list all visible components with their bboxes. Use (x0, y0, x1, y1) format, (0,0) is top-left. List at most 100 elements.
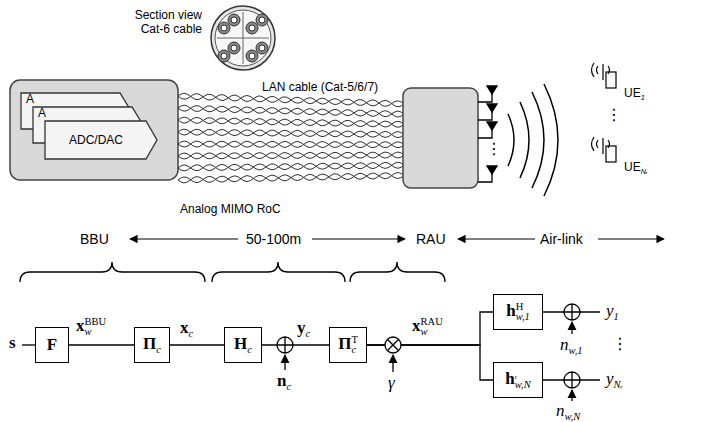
twisted-wire (178, 141, 403, 148)
wire-core (218, 50, 230, 62)
rau-housing (403, 88, 478, 188)
math-script: n (560, 335, 569, 354)
twisted-wire (178, 105, 403, 117)
twisted-wire (178, 93, 403, 107)
math-script: Π (143, 334, 156, 353)
script-stack: w,Nᵣ (515, 370, 531, 391)
math-script: w (421, 327, 443, 338)
link-label: Air-link (540, 231, 583, 247)
lan-cable (178, 93, 403, 183)
twisted-wire (178, 173, 403, 183)
node-text: hw,Nᵣ (505, 369, 530, 391)
twisted-wire (178, 162, 403, 170)
math-script: w (85, 327, 107, 338)
math-script: T (351, 335, 357, 346)
wire-core (256, 14, 268, 26)
math-script: y (606, 369, 614, 388)
math-script: h (505, 369, 514, 388)
wire-core (231, 17, 237, 23)
wire-core (221, 25, 227, 31)
twisted-wire (178, 129, 403, 137)
math-script: 1 (641, 93, 645, 102)
permutation-box: Πc (134, 327, 170, 363)
node-text: A (38, 106, 46, 120)
distance-label: 50-100m (246, 231, 301, 247)
script-stack: cT (351, 335, 357, 356)
noise-name: nw,1 (560, 335, 583, 356)
wire-core (249, 53, 255, 59)
radio-waves (508, 84, 558, 196)
twisted-wire (178, 152, 403, 159)
wire-core (249, 25, 255, 31)
signal-name: xwRAU (412, 316, 443, 338)
converter-card: ADC/DAC (44, 120, 158, 160)
math-script: h (506, 301, 515, 320)
node-text: Πc (143, 334, 161, 355)
braces (20, 262, 445, 282)
channel-box: hw,1H (493, 294, 543, 330)
unit-label: RAU (416, 231, 446, 247)
signal-line (367, 312, 493, 345)
user-label: UENᵣ (624, 160, 647, 175)
math-script: H (516, 302, 530, 313)
math-script: ᵣ (515, 370, 531, 381)
twisted-wire (178, 162, 403, 171)
wire-core (259, 17, 265, 23)
signal-line (69, 344, 134, 345)
bbu-housing (10, 80, 178, 180)
wire-core (221, 53, 227, 59)
twisted-wire (178, 152, 403, 159)
math-script: UE (624, 86, 641, 100)
antennas (478, 86, 497, 182)
wire-core (256, 42, 268, 54)
math-script: w,N (565, 411, 581, 422)
wire-core (231, 45, 237, 51)
wire-core (228, 42, 240, 54)
noise-name: nw,N (556, 401, 580, 422)
channel-box: Hc (224, 327, 262, 363)
math-script: n (277, 371, 286, 390)
card-outline (45, 121, 157, 159)
ellipsis: ⋮ (606, 106, 622, 124)
script-stack: wBBU (85, 317, 107, 338)
user-label: UE1 (624, 86, 645, 101)
math-script: BBU (85, 317, 107, 328)
wire-core (218, 22, 230, 34)
link-label: Analog MIMO RoC (180, 202, 281, 216)
signal-name: yc (297, 318, 310, 339)
node-text: Hc (234, 334, 252, 355)
channel-box: hw,Nᵣ (493, 362, 543, 398)
ellipsis: ⋮ (612, 335, 628, 353)
signal-name: xc (180, 318, 193, 339)
signal-name: xwBBU (76, 316, 106, 338)
twisted-wire (178, 94, 403, 107)
node-text: ΠcT (338, 334, 358, 356)
math-script: c (156, 344, 161, 355)
math-script: y (297, 318, 306, 337)
cable-label: LAN cable (Cat-5/6/7) (262, 80, 378, 94)
wire-core (259, 45, 265, 51)
wire-core (228, 14, 240, 26)
math-script: w,1 (569, 345, 583, 356)
twisted-wire (178, 117, 403, 127)
math-script: n (556, 401, 565, 420)
math-script: c (189, 328, 194, 339)
math-script: w,1 (516, 312, 530, 323)
math-script: x (180, 318, 189, 337)
math-script: H (234, 334, 247, 353)
math-script: x (412, 316, 421, 335)
distance-arrows (130, 238, 664, 239)
node-text: A (26, 92, 34, 106)
script-stack: wRAU (421, 317, 443, 338)
math-script: c (306, 328, 311, 339)
signal-name: yNᵣ (606, 369, 623, 390)
wire-core (246, 22, 258, 34)
math-script: c (351, 345, 357, 356)
gain-name: γ (388, 373, 395, 393)
signal-line (262, 344, 329, 345)
wire-core (246, 50, 258, 62)
noise-name: nc (277, 371, 291, 392)
node-text: hw,1H (506, 301, 530, 323)
math-script: y (606, 301, 614, 320)
